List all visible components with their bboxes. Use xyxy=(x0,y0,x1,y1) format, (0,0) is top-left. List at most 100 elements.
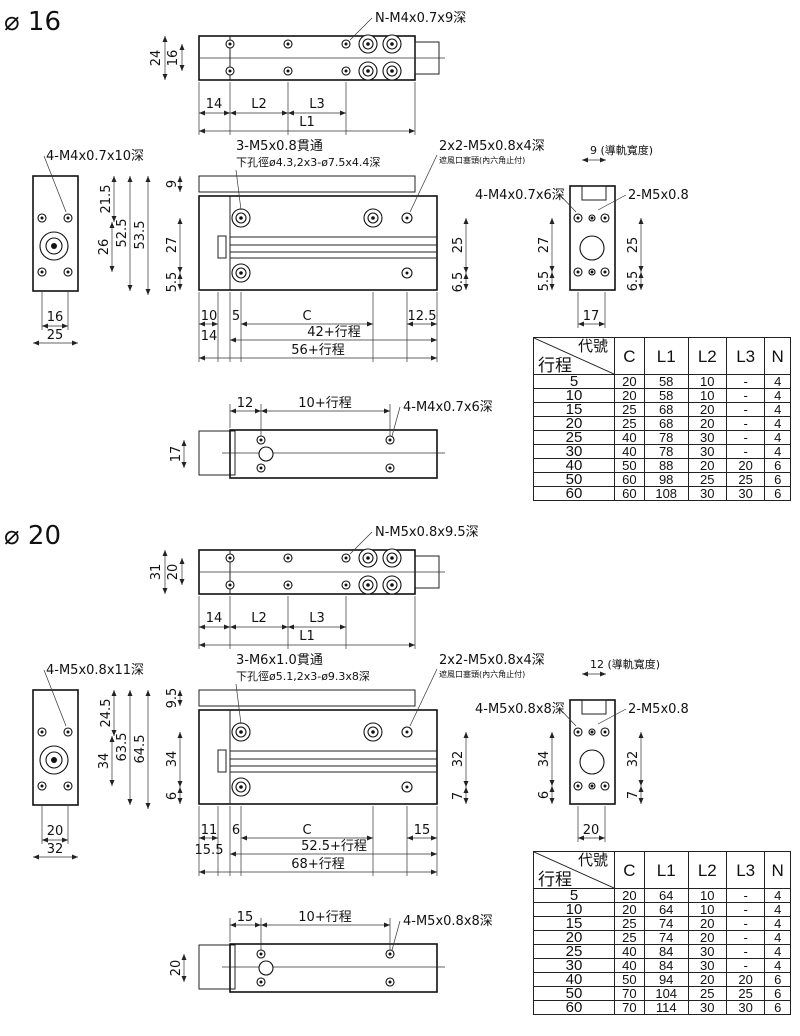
arrowhead-icon xyxy=(288,624,294,630)
hole-center-dot xyxy=(405,271,409,275)
dimension-label: 25 xyxy=(451,237,466,254)
arrowhead-icon xyxy=(162,36,168,42)
arrowhead-icon xyxy=(600,157,606,163)
hole-center-dot xyxy=(228,556,232,560)
arrowhead-icon xyxy=(638,266,644,272)
arrowhead-icon xyxy=(431,355,437,361)
leader-line xyxy=(349,531,373,555)
arrowhead-icon xyxy=(199,624,205,630)
value-cell: 4 xyxy=(764,916,791,931)
dimension-label: 6 xyxy=(537,791,552,799)
dimension-label: 10 xyxy=(201,309,218,324)
arrowhead-icon xyxy=(431,869,437,875)
top-callout-label: N-M5x0.8x9.5深 xyxy=(375,525,479,540)
dimension-label: 5.5 xyxy=(537,271,552,292)
arrowhead-icon xyxy=(33,340,39,346)
diagonal-line-icon xyxy=(534,852,614,888)
main-callout-label: 2x2-M5x0.8x4深 xyxy=(439,139,545,154)
dimension-label: 27 xyxy=(165,237,180,254)
value-cell: 4 xyxy=(764,930,791,945)
dimension-label: 16 xyxy=(47,310,64,325)
arrowhead-icon xyxy=(177,781,183,787)
value-cell: 40 xyxy=(614,430,645,445)
arrowhead-icon xyxy=(463,781,469,787)
dimension-label: 42+行程 xyxy=(307,325,360,340)
arrowhead-icon xyxy=(407,321,413,327)
value-cell: 20 xyxy=(687,416,727,431)
hole-center-dot xyxy=(405,730,409,734)
arrowhead-icon xyxy=(145,690,151,696)
dimension-label: 68+行程 xyxy=(291,857,344,872)
arrowhead-icon xyxy=(177,787,183,793)
port-circle-icon xyxy=(258,960,274,976)
dimension-label: 5.5 xyxy=(165,272,180,293)
arrowhead-icon xyxy=(127,176,133,182)
arrowhead-icon xyxy=(42,837,48,843)
bottom-callout-label: 4-M5x0.8x8深 xyxy=(403,914,493,929)
left-callout-label: 4-M4x0.7x10深 xyxy=(46,149,144,164)
dimension-label: L2 xyxy=(251,611,267,626)
dimension-label: 53.5 xyxy=(133,221,148,250)
hole-center-dot xyxy=(576,270,580,274)
value-cell: 30 xyxy=(687,430,727,445)
value-cell: - xyxy=(725,374,766,389)
arrowhead-icon xyxy=(463,273,469,279)
value-cell: 6 xyxy=(764,986,791,1001)
value-cell: 20 xyxy=(614,902,645,917)
column-header-l3: L3 xyxy=(725,337,766,375)
arrowhead-icon xyxy=(282,110,288,116)
value-cell: 30 xyxy=(687,486,727,501)
left-end-view xyxy=(32,689,79,806)
hole-center-dot xyxy=(590,216,594,220)
value-cell: 88 xyxy=(643,458,689,473)
dimension-label: 24 xyxy=(149,50,164,67)
hole-center-dot xyxy=(590,730,594,734)
arrowhead-icon xyxy=(109,222,115,228)
hole-center-dot xyxy=(239,730,243,734)
guide-rail-profile xyxy=(581,185,607,201)
arrowhead-icon xyxy=(582,671,588,677)
section-title: ⌀ 20 xyxy=(4,521,61,551)
dimension-label: 14 xyxy=(206,611,223,626)
top-callout-label: N-M4x0.7x9深 xyxy=(375,11,466,26)
value-cell: 30 xyxy=(725,1000,766,1015)
value-cell: 74 xyxy=(643,930,689,945)
value-cell: 58 xyxy=(643,374,689,389)
arrowhead-icon xyxy=(199,110,205,116)
hole-center-dot xyxy=(66,784,70,788)
arrowhead-icon xyxy=(177,732,183,738)
value-cell: 70 xyxy=(614,1000,645,1015)
value-cell: 70 xyxy=(614,986,645,1001)
arrowhead-icon xyxy=(288,110,294,116)
value-cell: 58 xyxy=(643,388,689,403)
value-cell: 84 xyxy=(643,958,689,973)
dimension-label: 52.5 xyxy=(115,219,130,248)
dimension-label: 25 xyxy=(47,328,64,343)
bottom-callout-label: 4-M4x0.7x6深 xyxy=(403,400,493,415)
section-title: ⌀ 16 xyxy=(4,7,61,37)
arrowhead-icon xyxy=(261,408,267,414)
value-cell: - xyxy=(725,430,766,445)
main-callout-label: 2x2-M5x0.8x4深 xyxy=(439,653,545,668)
leader-line xyxy=(597,194,627,211)
hole-center-dot xyxy=(239,216,243,220)
column-header-l2: L2 xyxy=(687,337,727,375)
hole-center-dot xyxy=(366,69,370,73)
carriage-top-plate xyxy=(198,689,416,707)
value-cell: 4 xyxy=(764,958,791,973)
arrowhead-icon xyxy=(230,624,236,630)
bottom-view-body xyxy=(229,943,438,993)
arrowhead-icon xyxy=(463,218,469,224)
main-side-body xyxy=(198,195,438,291)
dimension-label: 6 xyxy=(232,823,240,838)
hole-center-dot xyxy=(576,784,580,788)
hole-center-dot xyxy=(228,42,232,46)
dimension-label: 7 xyxy=(451,792,466,800)
dimension-label: 20 xyxy=(166,564,181,581)
value-cell: 4 xyxy=(764,888,791,903)
right-callout-label: 9 (導軌寬度) xyxy=(590,143,653,157)
